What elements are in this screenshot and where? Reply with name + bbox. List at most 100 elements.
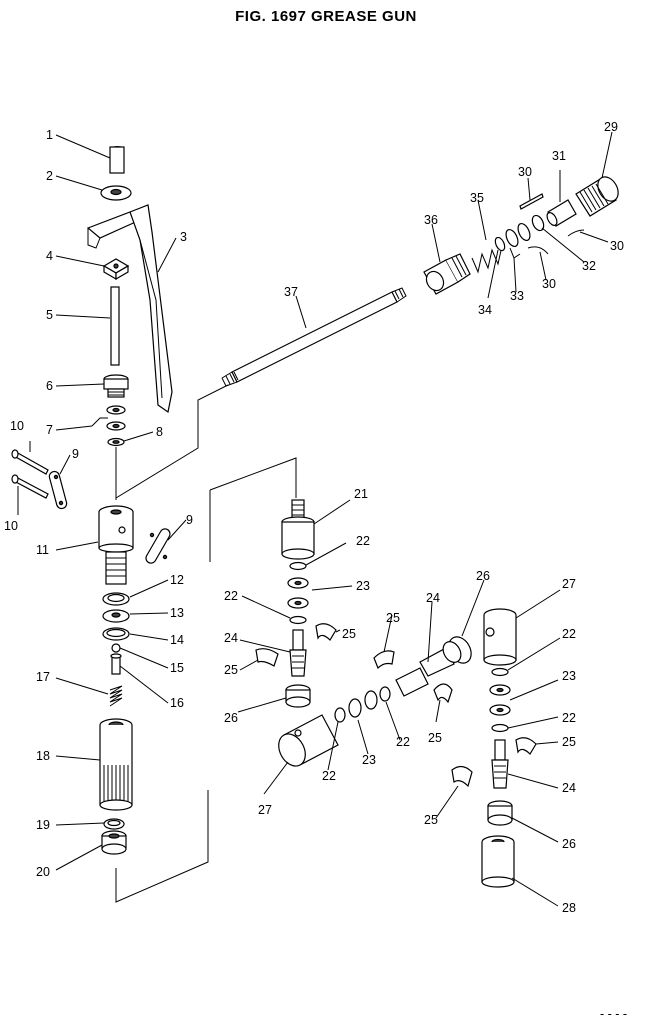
fitting-part-26-c xyxy=(487,800,513,826)
valve-part-24-a xyxy=(289,629,307,677)
valve-part-24-c xyxy=(491,739,509,789)
svg-text:20: 20 xyxy=(36,865,50,879)
svg-text:25: 25 xyxy=(428,731,442,745)
svg-text:24: 24 xyxy=(426,591,440,605)
svg-text:4: 4 xyxy=(46,249,53,263)
clip-part-30-b xyxy=(567,229,585,237)
svg-text:22: 22 xyxy=(322,769,336,783)
svg-text:13: 13 xyxy=(170,606,184,620)
svg-text:22: 22 xyxy=(562,711,576,725)
svg-text:37: 37 xyxy=(284,285,298,299)
svg-text:24: 24 xyxy=(224,631,238,645)
svg-text:35: 35 xyxy=(470,191,484,205)
washers-part-23-b xyxy=(489,684,511,716)
svg-text:15: 15 xyxy=(170,661,184,675)
washers-part-33 xyxy=(505,222,531,259)
svg-text:24: 24 xyxy=(562,781,576,795)
clip-part-25-b xyxy=(315,623,337,641)
figure-title: FIG. 1697 GREASE GUN xyxy=(235,8,417,25)
svg-text:33: 33 xyxy=(510,289,524,303)
svg-text:10: 10 xyxy=(10,419,24,433)
svg-text:25: 25 xyxy=(562,735,576,749)
link-part-9-b xyxy=(145,528,171,564)
barrel-part-18 xyxy=(99,718,133,811)
washer-part-32 xyxy=(531,214,545,232)
washer-part-22-b xyxy=(289,615,307,625)
svg-text:31: 31 xyxy=(552,149,566,163)
clip-part-25-a xyxy=(255,648,279,667)
svg-text:26: 26 xyxy=(224,711,238,725)
svg-text:30: 30 xyxy=(610,239,624,253)
spring-part-17 xyxy=(109,685,123,707)
washer-part-14 xyxy=(102,627,130,641)
svg-text:16: 16 xyxy=(170,696,184,710)
pin-part-16 xyxy=(110,653,122,675)
clip-part-25-d xyxy=(433,683,453,704)
svg-text:25: 25 xyxy=(424,813,438,827)
nut-part-36 xyxy=(423,253,471,295)
fitting-part-26-b xyxy=(442,636,472,664)
spring-part-35 xyxy=(471,245,503,274)
fitting-part-26-a xyxy=(285,684,311,708)
svg-text:28: 28 xyxy=(562,901,576,915)
tip-part-31 xyxy=(546,199,577,227)
svg-text:25: 25 xyxy=(386,611,400,625)
svg-text:2: 2 xyxy=(46,169,53,183)
assembly-guide-lines xyxy=(91,384,297,903)
ring-part-19 xyxy=(103,818,125,830)
pin-part-10-b xyxy=(11,474,49,499)
svg-text:19: 19 xyxy=(36,818,50,832)
svg-text:17: 17 xyxy=(36,670,50,684)
washers-part-23-a xyxy=(287,577,309,609)
lever-part-3 xyxy=(86,204,173,414)
nut-part-4 xyxy=(102,258,130,281)
clip-part-25-c xyxy=(373,650,395,670)
svg-text:25: 25 xyxy=(224,663,238,677)
footer-code: - - - - xyxy=(600,1007,627,1020)
leader-lines xyxy=(17,131,613,907)
svg-text:23: 23 xyxy=(356,579,370,593)
svg-text:22: 22 xyxy=(224,589,238,603)
svg-text:26: 26 xyxy=(476,569,490,583)
clip-part-30-a xyxy=(519,193,544,210)
svg-text:29: 29 xyxy=(604,120,618,134)
washer-part-34 xyxy=(494,236,506,252)
svg-text:8: 8 xyxy=(156,425,163,439)
svg-text:9: 9 xyxy=(72,447,79,461)
link-part-9-a xyxy=(48,470,68,510)
svg-text:32: 32 xyxy=(582,259,596,273)
tube-part-37 xyxy=(221,287,407,387)
svg-text:22: 22 xyxy=(356,534,370,548)
svg-text:12: 12 xyxy=(170,573,184,587)
svg-text:23: 23 xyxy=(362,753,376,767)
svg-text:34: 34 xyxy=(478,303,492,317)
svg-text:14: 14 xyxy=(170,633,184,647)
svg-text:27: 27 xyxy=(258,803,272,817)
svg-text:9: 9 xyxy=(186,513,193,527)
svg-text:21: 21 xyxy=(354,487,368,501)
coupler-part-28 xyxy=(481,835,515,888)
svg-text:3: 3 xyxy=(180,230,187,244)
part-labels: 1 2 3 4 5 6 7 8 9 9 10 10 11 12 13 14 15… xyxy=(4,120,624,915)
svg-text:10: 10 xyxy=(4,519,18,533)
svg-text:23: 23 xyxy=(562,669,576,683)
svg-text:22: 22 xyxy=(396,735,410,749)
cap-part-29 xyxy=(575,176,619,217)
fitting-part-21 xyxy=(281,499,315,560)
svg-text:5: 5 xyxy=(46,308,53,322)
ball-part-15 xyxy=(111,643,121,653)
clip-part-30-c xyxy=(527,246,549,255)
svg-text:26: 26 xyxy=(562,837,576,851)
spring-part-1 xyxy=(109,146,125,174)
rod-part-5 xyxy=(110,286,120,366)
washer-part-8 xyxy=(107,437,125,447)
washer-part-22-c xyxy=(491,667,509,677)
pin-part-10-a xyxy=(11,449,49,475)
svg-text:30: 30 xyxy=(518,165,532,179)
svg-text:27: 27 xyxy=(562,577,576,591)
body-part-27-b xyxy=(483,608,517,666)
washer-part-13 xyxy=(102,609,130,623)
svg-text:36: 36 xyxy=(424,213,438,227)
clip-part-25-f xyxy=(451,765,473,788)
